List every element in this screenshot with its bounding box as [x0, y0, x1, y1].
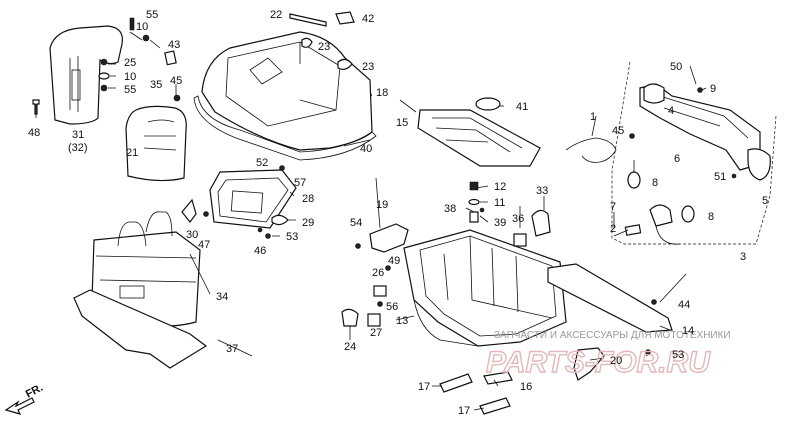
callout-20: 20 — [610, 355, 622, 367]
part-clips-center — [181, 198, 289, 239]
callout-10: 10 — [136, 21, 148, 33]
callout-49: 49 — [388, 255, 400, 267]
front-direction-arrow: FR. — [4, 382, 45, 415]
part-seal — [193, 95, 377, 161]
callout-31: 31 — [72, 129, 84, 141]
callout-46: 46 — [254, 245, 266, 257]
part-emblem — [475, 97, 501, 111]
callout-42: 42 — [362, 13, 374, 25]
callout-48: 48 — [28, 127, 40, 139]
callout-18: 18 — [376, 87, 388, 99]
leader-lines — [35, 31, 707, 411]
part-pad — [125, 105, 187, 182]
part-trunk-lid — [201, 31, 373, 151]
callout-13: 13 — [396, 315, 408, 327]
callout-29: 29 — [302, 217, 314, 229]
callout-4: 4 — [668, 105, 674, 117]
part-bulbs — [624, 87, 737, 245]
callout-47: 47 — [198, 239, 210, 251]
watermark-caption: ЗАПЧАСТИ И АКСЕССУАРЫ ДЛЯ МОТОТЕХНИКИ — [494, 330, 731, 341]
part-bracket-20 — [573, 299, 657, 381]
callout-16: 16 — [520, 381, 532, 393]
callout-41: 41 — [516, 101, 528, 113]
part-lock — [513, 209, 551, 247]
callout-36: 36 — [512, 213, 524, 225]
callout-54: 54 — [350, 217, 362, 229]
callout-37: 37 — [226, 343, 238, 355]
callout-27: 27 — [370, 327, 382, 339]
part-wiring — [565, 137, 617, 163]
callout-44: 44 — [678, 299, 690, 311]
callout-32: (32) — [68, 142, 88, 154]
group-outline-taillight — [611, 61, 777, 245]
callout-56: 56 — [386, 301, 398, 313]
front-direction-label: FR. — [24, 382, 45, 401]
part-bracket-19 — [369, 223, 409, 253]
callout-5: 5 — [762, 195, 768, 207]
callout-53: 53 — [672, 349, 684, 361]
callout-19: 19 — [376, 199, 388, 211]
callout-33: 33 — [536, 185, 548, 197]
callout-38: 38 — [444, 203, 456, 215]
part-mat — [73, 289, 208, 369]
callout-24: 24 — [344, 341, 356, 353]
part-tray — [209, 165, 297, 229]
callout-8: 8 — [652, 177, 658, 189]
part-hinge-small — [289, 11, 355, 70]
callout-23: 23 — [318, 41, 330, 53]
callout-45: 45 — [170, 75, 182, 87]
part-side-bracket — [547, 263, 673, 333]
callout-3: 3 — [740, 251, 746, 263]
callout-55: 55 — [146, 9, 158, 21]
part-fasteners-left — [32, 17, 181, 115]
callout-6: 6 — [674, 153, 680, 165]
part-taillight-assembly — [639, 83, 771, 181]
callout-35: 35 — [150, 79, 162, 91]
callout-28: 28 — [302, 193, 314, 205]
callout-11: 11 — [494, 197, 505, 209]
callout-52: 52 — [256, 157, 268, 169]
callout-25: 25 — [124, 57, 136, 69]
callout-40: 40 — [360, 143, 372, 155]
callout-17: 17 — [418, 381, 430, 393]
callout-14: 14 — [682, 325, 694, 337]
callout-7: 7 — [610, 201, 616, 213]
callout-9: 9 — [710, 83, 716, 95]
callout-53: 53 — [286, 231, 298, 243]
callout-55: 55 — [124, 84, 136, 96]
callout-1: 1 — [590, 111, 596, 123]
callout-22: 22 — [270, 9, 282, 21]
callout-2: 2 — [610, 223, 616, 235]
callout-43: 43 — [168, 39, 180, 51]
callout-57: 57 — [294, 177, 306, 189]
callout-39: 39 — [494, 217, 506, 229]
callout-50: 50 — [670, 61, 682, 73]
part-side-cover — [49, 25, 124, 125]
part-latches — [439, 371, 513, 415]
callout-26: 26 — [372, 267, 384, 279]
callout-21: 21 — [126, 147, 138, 159]
callout-45: 45 — [612, 125, 624, 137]
callout-10: 10 — [124, 71, 136, 83]
part-main-box — [403, 229, 567, 347]
callouts: 55 10 22 42 23 23 43 25 10 55 35 45 18 4… — [28, 9, 768, 417]
callout-34: 34 — [216, 291, 228, 303]
callout-17: 17 — [458, 405, 470, 417]
callout-8: 8 — [708, 211, 714, 223]
callout-15: 15 — [396, 117, 408, 129]
callout-51: 51 — [714, 171, 726, 183]
callout-30: 30 — [186, 229, 198, 241]
watermark-brand: PARTS-FOR.RU — [486, 346, 711, 379]
part-clips-left-box — [341, 243, 391, 327]
callout-23: 23 — [362, 61, 374, 73]
part-lid-panel — [417, 109, 541, 167]
callout-12: 12 — [494, 181, 506, 193]
